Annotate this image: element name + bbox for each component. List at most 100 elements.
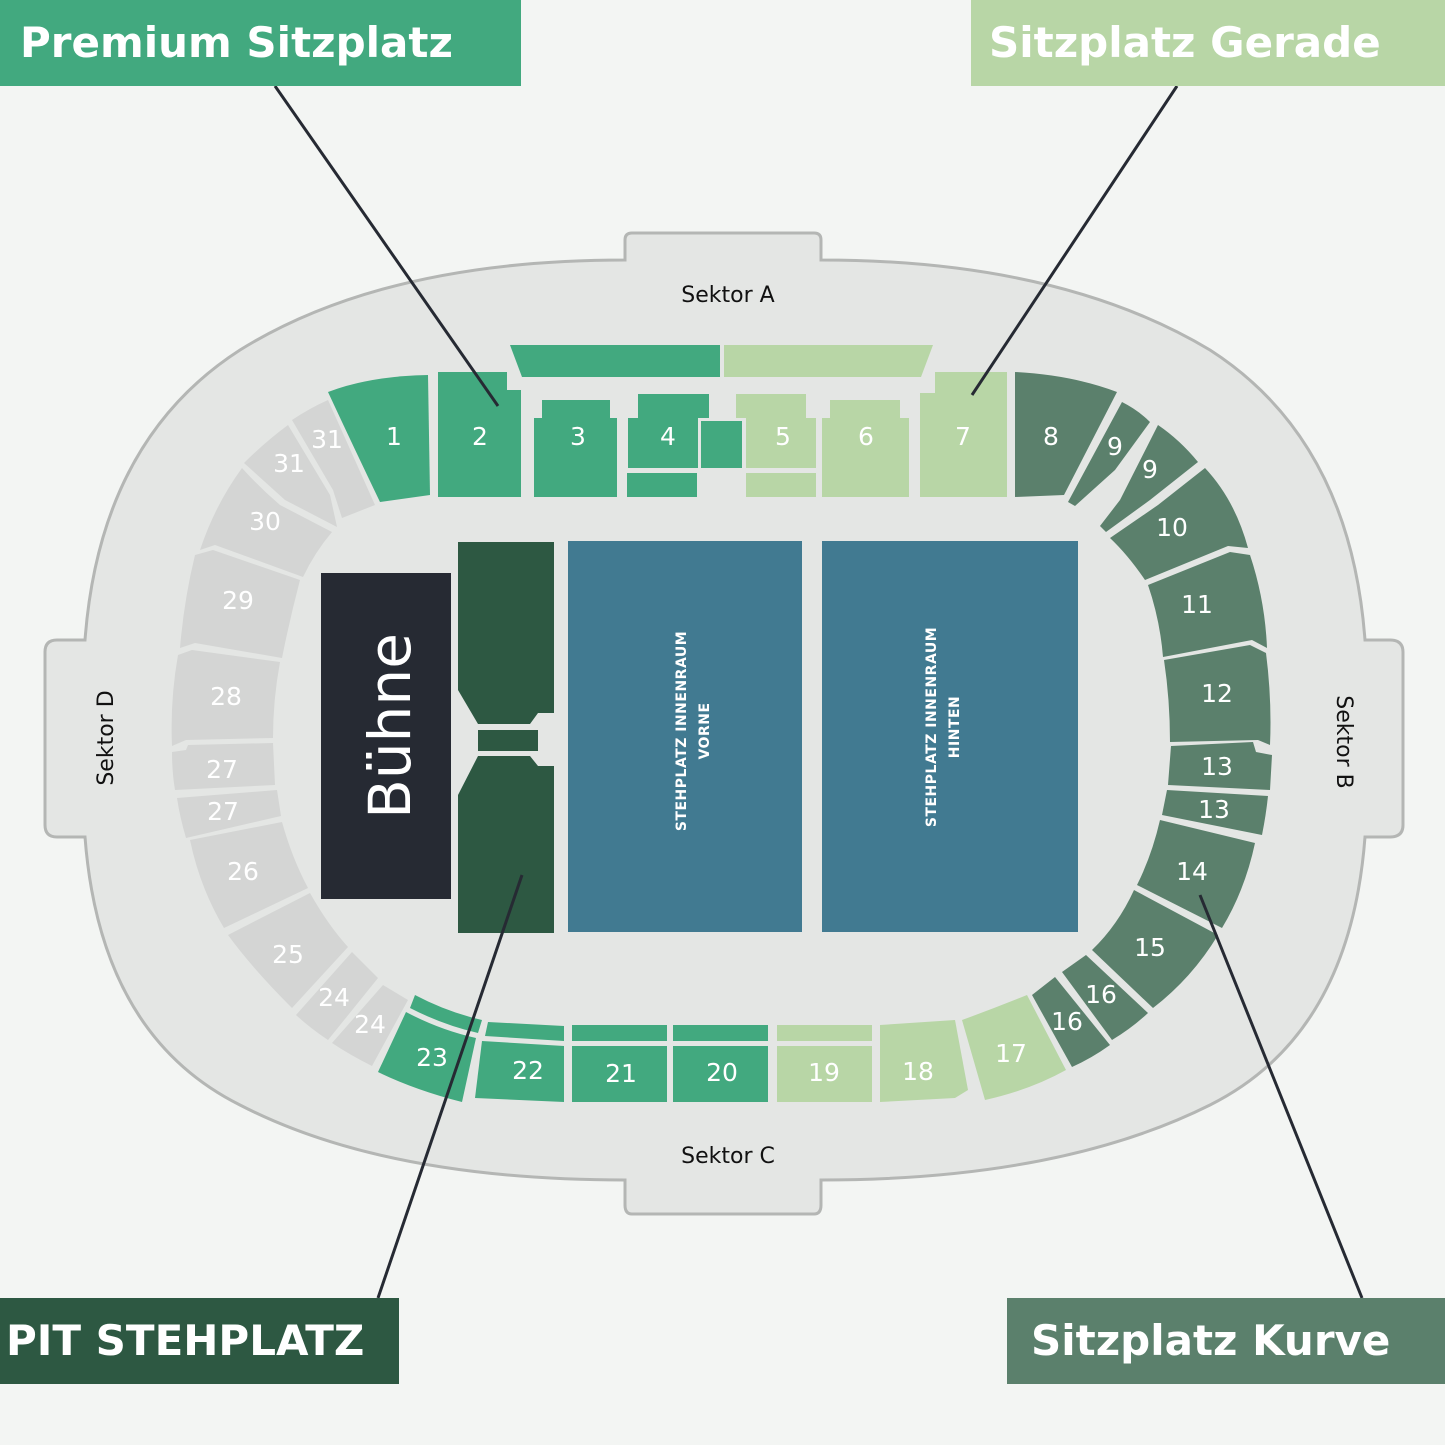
block-19-number: 19 xyxy=(808,1058,840,1087)
block-9b-number: 9 xyxy=(1142,455,1158,484)
pit-walkway-shape xyxy=(478,730,538,751)
stehplatz-innenraum-hinten[interactable]: STEHPLATZ INNENRAUM HINTEN xyxy=(822,541,1078,932)
block-28-shape xyxy=(171,650,280,746)
block-8-shape xyxy=(1015,372,1117,497)
block-27a-shape xyxy=(177,790,281,838)
block-8-number: 8 xyxy=(1043,422,1059,451)
gerade-top-bar[interactable] xyxy=(724,345,933,377)
block-2[interactable]: 2 xyxy=(438,372,521,497)
block-30-number: 30 xyxy=(249,507,281,536)
block-26-number: 26 xyxy=(227,857,259,886)
block-4-lower xyxy=(627,473,697,497)
block-1[interactable]: 1 xyxy=(328,375,430,502)
block-3-number: 3 xyxy=(570,422,586,451)
block-21[interactable]: 21 xyxy=(572,1025,667,1102)
innenraum-vorne-label-2: VORNE xyxy=(697,702,713,759)
block-17-shape xyxy=(962,995,1066,1100)
block-30[interactable]: 30 xyxy=(200,468,332,577)
block-24b-shape xyxy=(296,952,378,1040)
block-16b[interactable]: 16 xyxy=(1032,977,1110,1067)
block-12-shape xyxy=(1164,645,1271,745)
block-12-number: 12 xyxy=(1201,679,1233,708)
block-31a-shape xyxy=(244,425,337,527)
block-3[interactable]: 3 xyxy=(534,400,617,497)
block-27b[interactable]: 27 xyxy=(172,743,275,790)
block-13b-number: 13 xyxy=(1198,795,1230,824)
block-27a[interactable]: 27 xyxy=(177,790,281,838)
block-20[interactable]: 20 xyxy=(673,1025,768,1102)
block-31a-number: 31 xyxy=(273,449,305,478)
block-9b-shape xyxy=(1100,425,1198,532)
sector-b-label: Sektor B xyxy=(1331,695,1356,788)
premium-top-bar[interactable] xyxy=(510,345,720,377)
block-28[interactable]: 28 xyxy=(171,650,280,746)
block-9a[interactable]: 9 xyxy=(1068,402,1150,506)
block-14[interactable]: 14 xyxy=(1137,820,1255,928)
block-2-shape xyxy=(438,372,521,497)
block-19-top xyxy=(777,1025,872,1041)
block-25-number: 25 xyxy=(272,940,304,969)
pit-lower-shape xyxy=(458,756,554,933)
pit-upper-shape xyxy=(458,542,554,724)
block-31b[interactable]: 31 xyxy=(292,400,375,518)
innenraum-hinten-label-2: HINTEN xyxy=(947,696,963,758)
stehplatz-innenraum-vorne[interactable]: STEHPLATZ INNENRAUM VORNE xyxy=(568,541,802,932)
block-13b[interactable]: 13 xyxy=(1162,790,1268,835)
block-15[interactable]: 15 xyxy=(1092,890,1218,1008)
block-15-number: 15 xyxy=(1134,933,1166,962)
block-11[interactable]: 11 xyxy=(1148,552,1267,657)
block-11-number: 11 xyxy=(1181,590,1213,619)
block-19[interactable]: 19 xyxy=(777,1025,872,1102)
block-29[interactable]: 29 xyxy=(180,550,300,658)
block-22-shape xyxy=(475,1041,564,1102)
block-31b-number: 31 xyxy=(311,425,343,454)
block-8[interactable]: 8 xyxy=(1015,372,1117,497)
block-7[interactable]: 7 xyxy=(920,372,1007,497)
block-16a[interactable]: 16 xyxy=(1062,955,1148,1040)
block-16b-shape xyxy=(1032,977,1110,1067)
block-27b-number: 27 xyxy=(206,755,238,784)
block-21-top xyxy=(572,1025,667,1041)
block-4[interactable]: 4 xyxy=(627,394,742,497)
block-15-shape xyxy=(1092,890,1218,1008)
block-13a-shape xyxy=(1168,742,1272,790)
block-13b-shape xyxy=(1162,790,1268,835)
block-23-number: 23 xyxy=(416,1043,448,1072)
block-9a-shape xyxy=(1068,402,1150,506)
block-25[interactable]: 25 xyxy=(228,893,348,1008)
block-5[interactable]: 5 xyxy=(736,394,816,497)
block-18[interactable]: 18 xyxy=(880,1020,968,1102)
block-17[interactable]: 17 xyxy=(962,995,1066,1100)
pit-stehplatz-area[interactable] xyxy=(458,542,554,933)
block-13a-number: 13 xyxy=(1201,752,1233,781)
block-10[interactable]: 10 xyxy=(1110,468,1248,580)
block-21-shape xyxy=(572,1046,667,1102)
block-10-number: 10 xyxy=(1156,513,1188,542)
premium-leader-line xyxy=(273,85,500,407)
block-6-number: 6 xyxy=(858,422,874,451)
block-22[interactable]: 22 xyxy=(475,1022,564,1102)
block-12[interactable]: 12 xyxy=(1164,645,1271,745)
block-10-shape xyxy=(1110,468,1248,580)
block-9b[interactable]: 9 xyxy=(1100,425,1198,532)
sitzplatz-gerade-callout: Sitzplatz Gerade xyxy=(971,0,1445,86)
block-1-shape xyxy=(328,375,430,502)
stage-shape xyxy=(321,573,451,899)
block-3-shape xyxy=(534,400,617,497)
block-27a-number: 27 xyxy=(207,797,239,826)
block-6[interactable]: 6 xyxy=(822,400,909,497)
innenraum-vorne-label-1: STEHPLATZ INNENRAUM xyxy=(674,631,690,831)
innenraum-vorne-shape xyxy=(568,541,802,932)
block-20-number: 20 xyxy=(706,1058,738,1087)
block-31a[interactable]: 31 xyxy=(244,425,337,527)
block-9a-number: 9 xyxy=(1107,432,1123,461)
block-13a[interactable]: 13 xyxy=(1168,742,1272,790)
block-24b[interactable]: 24 xyxy=(296,952,378,1040)
stage-label: Bühne xyxy=(356,633,424,819)
gerade-leader-line xyxy=(970,85,1179,396)
block-26[interactable]: 26 xyxy=(190,822,308,928)
block-6-shape xyxy=(822,400,909,497)
block-24a[interactable]: 24 xyxy=(332,985,408,1066)
block-24a-number: 24 xyxy=(354,1010,386,1039)
